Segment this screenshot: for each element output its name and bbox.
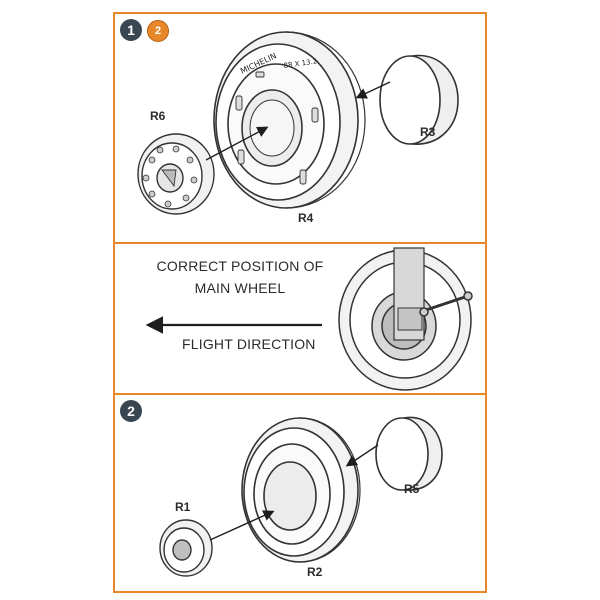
note-line-1: CORRECT POSITION OF: [156, 258, 324, 274]
flight-direction-label: FLIGHT DIRECTION: [182, 336, 316, 352]
label-r2: R2: [307, 565, 323, 579]
assembly-arrow-icon: [345, 444, 379, 467]
label-r5: R5: [404, 482, 420, 496]
step1-tire-r4: [213, 31, 366, 209]
step-2-badge: 2: [120, 400, 142, 422]
instruction-frame: [113, 12, 487, 593]
assembly-arrow-icon: [205, 126, 269, 161]
mounted-wheel-view: [338, 247, 473, 391]
assembly-arrow-icon: [209, 510, 275, 541]
step2-wheel-r1: [159, 519, 213, 577]
step-1-badge: 1: [120, 19, 142, 41]
label-r4: R4: [298, 211, 314, 225]
panel-divider-2: [113, 393, 487, 395]
label-r6: R6: [150, 109, 166, 123]
panel-divider-1: [113, 242, 487, 244]
step2-tire-r2: [241, 417, 361, 563]
step1-wheel-r6: [137, 133, 215, 215]
step2-hub-cap-r5: [375, 416, 443, 491]
assembly-arrow-icon: [355, 81, 391, 99]
label-r3: R3: [420, 125, 436, 139]
label-r1: R1: [175, 500, 191, 514]
step1-hub-cap-r3: [379, 54, 459, 145]
option-2-badge: 2: [147, 20, 169, 42]
note-line-2: MAIN WHEEL: [194, 280, 286, 296]
